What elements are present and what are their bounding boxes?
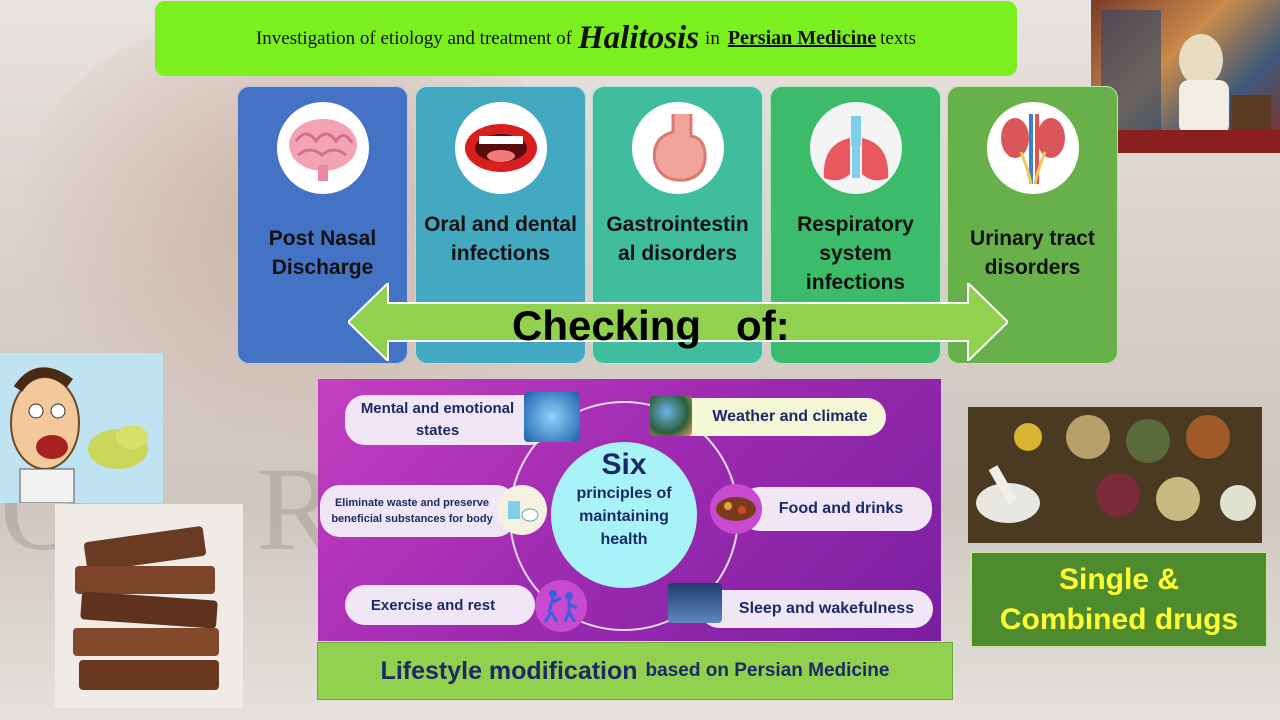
herbs-bowls-icon	[976, 415, 1256, 523]
food-icon	[710, 484, 762, 534]
people-exercise-icon	[535, 580, 587, 632]
brain-icon	[277, 102, 369, 194]
herbs-photo	[968, 407, 1262, 543]
drugs-line1: Single &	[1058, 563, 1179, 596]
card-label: Respiratory system infections	[797, 213, 914, 294]
halitosis-cartoon	[0, 353, 163, 503]
drugs-box: Single & Combined drugs	[970, 551, 1268, 648]
lifestyle-bar: Lifestyle modification based on Persian …	[317, 642, 953, 700]
sleeping-icon	[668, 583, 722, 623]
double-arrow	[348, 283, 1008, 361]
card-label: Post Nasal Discharge	[268, 227, 377, 279]
principle-sleep: Sleep and wakefulness	[700, 590, 933, 628]
title-middle: in	[705, 27, 720, 49]
stomach-icon	[632, 102, 724, 194]
title-suffix: texts	[880, 27, 917, 49]
lifestyle-rest: based on Persian Medicine	[645, 660, 890, 681]
books-icon	[73, 526, 219, 690]
principle-label: Sleep and wakefulness	[738, 600, 915, 617]
six-principles-center: Six principles of maintaining health	[551, 442, 697, 588]
lifestyle-bold: Lifestyle modification	[380, 656, 638, 685]
principle-label: Eliminate waste and preserve beneficial …	[331, 497, 493, 525]
old-books-photo	[55, 504, 243, 708]
persian-scholar-painting	[1091, 0, 1280, 153]
principle-weather: Weather and climate	[672, 398, 886, 436]
principle-label: Weather and climate	[712, 408, 868, 425]
card-label: Gastrointestinal disorders	[606, 213, 749, 265]
kidney-icon	[987, 102, 1079, 194]
bathroom-icon	[497, 485, 547, 535]
lungs-icon	[810, 102, 902, 194]
drugs-line2: Combined drugs	[999, 603, 1239, 636]
card-label: Urinary tract disorders	[970, 227, 1095, 279]
principle-label: Mental and emotional states	[360, 400, 515, 439]
earth-hand-icon	[650, 396, 692, 436]
man-bad-breath-icon	[10, 367, 148, 503]
center-title: Six	[601, 448, 647, 481]
mouth-icon	[455, 102, 547, 194]
title-emphasis: Halitosis	[578, 20, 700, 56]
title-underlined: Persian Medicine	[727, 27, 877, 49]
card-label: Oral and dental infections	[424, 213, 577, 265]
principle-exercise: Exercise and rest	[345, 585, 535, 625]
principle-label: Exercise and rest	[370, 596, 496, 614]
title-bar: Investigation of etiology and treatment …	[155, 1, 1017, 76]
title-prefix: Investigation of etiology and treatment …	[255, 27, 573, 49]
center-subtitle: principles of maintaining health	[576, 485, 672, 548]
principle-food: Food and drinks	[740, 487, 932, 531]
principle-label: Food and drinks	[778, 500, 904, 517]
globe-network-icon	[524, 392, 580, 442]
checking-label: Checking of:	[512, 302, 790, 349]
scholar-figure-icon	[1091, 10, 1280, 153]
principle-mental: Mental and emotional states	[345, 395, 550, 445]
principle-eliminate: Eliminate waste and preserve beneficial …	[320, 485, 516, 537]
